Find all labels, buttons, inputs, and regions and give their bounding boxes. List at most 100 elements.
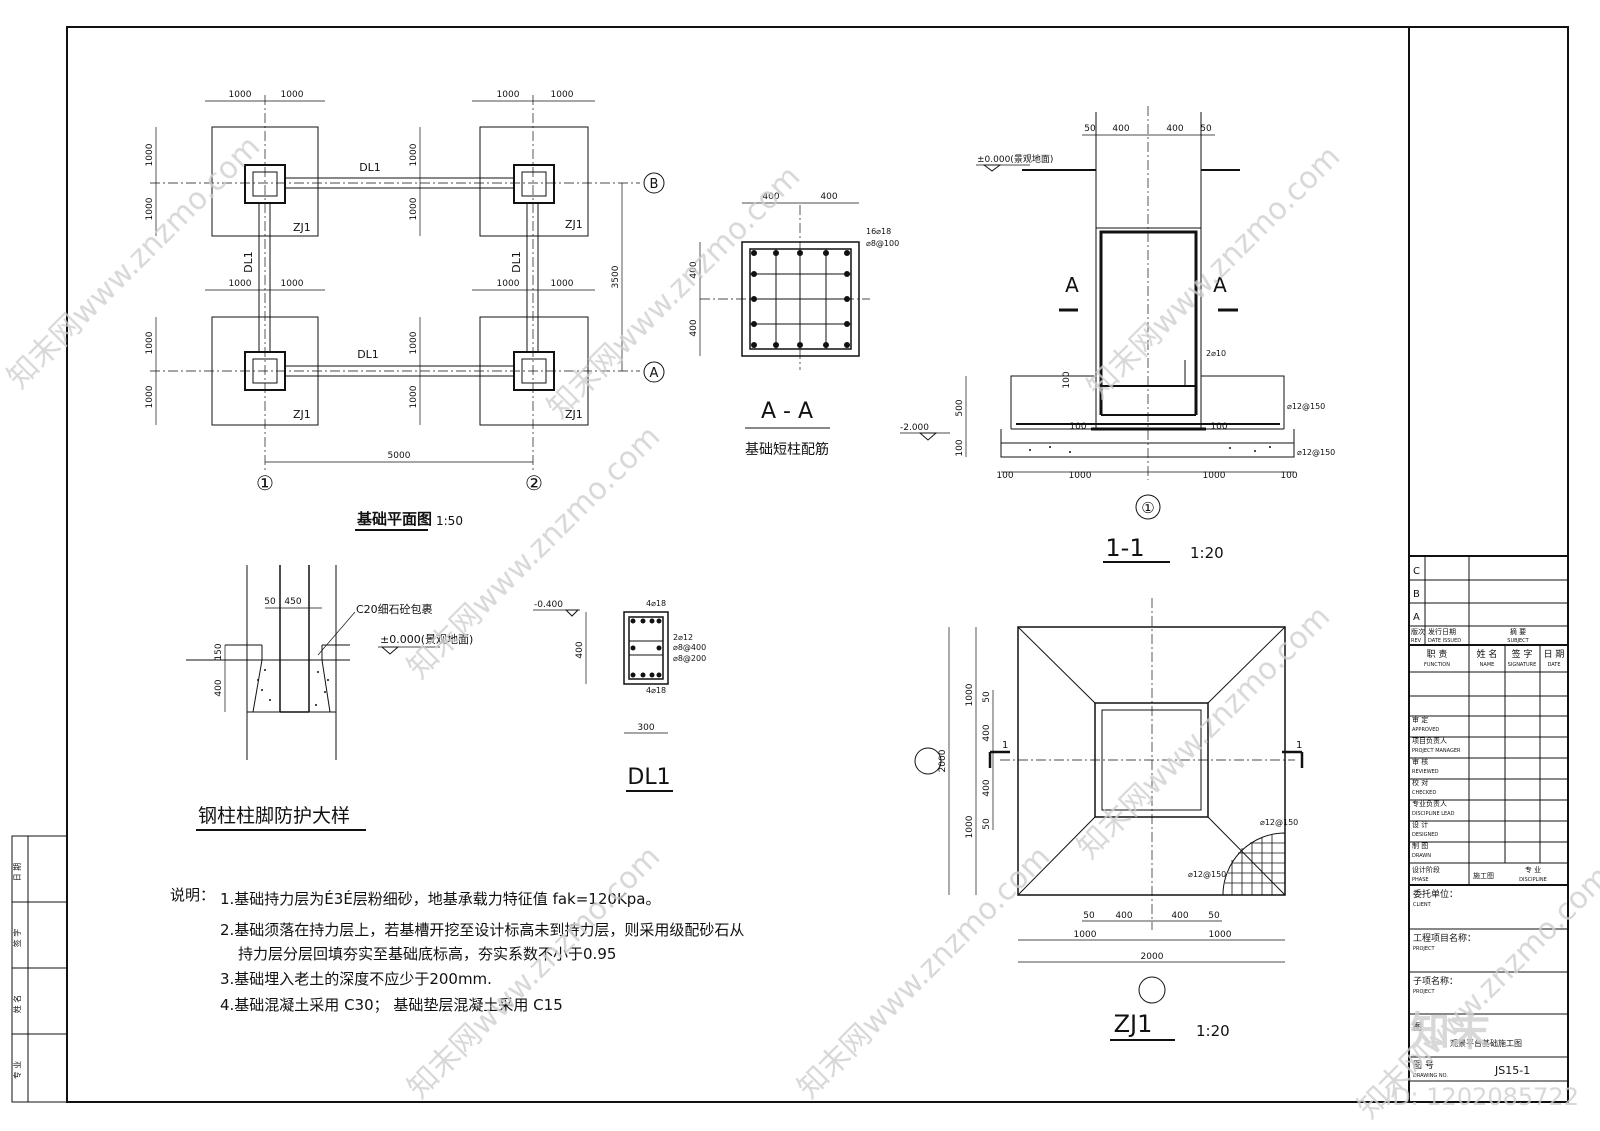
beam-label: DL1 — [242, 251, 255, 273]
dim-label: 100 — [955, 439, 965, 456]
rebar-label: ⌀12@150 — [1287, 402, 1325, 411]
reviewed-label: 审 核 — [1412, 757, 1428, 766]
reviewed-en: REVIEWED — [1412, 769, 1439, 775]
elev-label: -0.400 — [534, 600, 563, 610]
notes-label: 说明： — [170, 886, 215, 904]
project-en: PROJECT — [1413, 946, 1436, 952]
rev-no-label: 版次 — [1411, 627, 1425, 636]
date-label: 日 期 — [1544, 649, 1565, 660]
footing-label: ZJ1 — [293, 408, 311, 421]
rev-b: B — [1413, 589, 1420, 600]
rebar-label: 4⌀18 — [646, 599, 666, 608]
dim-label: 1000 — [409, 331, 419, 354]
steel-column-detail: 50 450 150 400 C20细石砼包裹 ±0.000(景观地面) 钢柱柱… — [186, 565, 473, 831]
name-label: 姓 名 — [1477, 648, 1498, 660]
rebar-label: ⌀8@400 — [673, 643, 706, 652]
dim-label: 400 — [689, 319, 699, 336]
pm-label: 项目负责人 — [1412, 736, 1447, 745]
watermark-id: ID: 1202085722 — [1385, 1083, 1579, 1111]
rev-a: A — [1413, 612, 1420, 623]
dim-label: 1000 — [145, 197, 155, 220]
beam-label: DL1 — [357, 348, 379, 361]
concrete-note: C20细石砼包裹 — [356, 602, 433, 616]
dim-label: 100 — [996, 471, 1013, 481]
elev-bottom-label: -2.000 — [900, 423, 929, 433]
notes: 说明： 1.基础持力层为É3É层粉细砂，地基承载力特征值 fak=120Kpa。… — [170, 886, 744, 1014]
dim-label: 2000 — [1141, 952, 1164, 962]
dim-label: 5000 — [388, 451, 411, 461]
subproject-en: PROJECT — [1413, 989, 1436, 995]
lead-label: 专业负责人 — [1412, 799, 1447, 808]
rev-no-en: REV — [1411, 638, 1422, 644]
dim-label: 1000 — [409, 197, 419, 220]
note-1: 1.基础持力层为É3É层粉细砂，地基承载力特征值 fak=120Kpa。 — [220, 889, 661, 908]
dim-label: 50 — [1083, 911, 1095, 921]
section-aa-subtitle: 基础短柱配筋 — [745, 441, 829, 458]
dim-label: 1000 — [229, 279, 252, 289]
drawing-title-value: 观景平台基础施工图 — [1450, 1038, 1522, 1048]
dim-label: 1000 — [1069, 471, 1092, 481]
rebar-main-label: 16⌀18 — [866, 227, 891, 236]
dim-label: 300 — [637, 723, 654, 733]
strip-date-label: 日 期 — [13, 863, 22, 882]
drawing-no-label: 图 号 — [1413, 1060, 1434, 1071]
section-11: ±0.000(景观地面) -2.000 50 400 400 50 500 10… — [900, 106, 1335, 563]
designed-label: 设 计 — [1412, 820, 1428, 829]
dim-label: 400 — [575, 641, 585, 658]
cut-label-a: A — [1213, 273, 1227, 297]
dim-label: 3500 — [611, 265, 621, 288]
dim-label: 400 — [1115, 911, 1132, 921]
section-aa-title: A - A — [761, 399, 813, 424]
drawn-en: DRAWN — [1412, 853, 1431, 859]
strip-name-label: 姓 名 — [12, 995, 22, 1014]
subproject-label: 子项名称： — [1413, 975, 1458, 987]
discipline-en: DISCIPLINE — [1519, 877, 1547, 883]
dim-label: 150 — [214, 643, 224, 660]
outer-frame — [66, 26, 1569, 1103]
dim-label: 100 — [1210, 422, 1227, 432]
rebar-label: ⌀12@150 — [1260, 818, 1298, 827]
footing-label: ZJ1 — [565, 408, 583, 421]
axis-bubble-1: ① — [256, 471, 274, 495]
designed-en: DESIGNED — [1412, 832, 1438, 838]
checked-en: CHECKED — [1412, 790, 1436, 796]
rebar-tie-label: ⌀8@100 — [866, 239, 899, 248]
dim-label: 400 — [214, 679, 224, 696]
drawn-label: 制 图 — [1412, 841, 1428, 850]
rev-c: C — [1413, 566, 1420, 577]
zj1-title: ZJ1 — [1114, 1010, 1153, 1038]
dim-label: 1000 — [409, 385, 419, 408]
client-label: 委托单位： — [1413, 888, 1458, 900]
sign-label: 签 字 — [1512, 648, 1533, 660]
watermark-text: 知末网www.znzmo.com — [541, 159, 807, 425]
drawing-no-value: JS15-1 — [1494, 1064, 1530, 1077]
dim-label: 1000 — [281, 90, 304, 100]
dim-label: 50 — [1084, 124, 1096, 134]
watermark-text: 知末网www.znzmo.com — [401, 419, 667, 685]
dim-label: 400 — [1166, 124, 1183, 134]
sign-en: SIGNATURE — [1508, 662, 1537, 668]
elev-top-label: ±0.000(景观地面) — [977, 153, 1053, 165]
watermark-text: 知末网www.znzmo.com — [1081, 139, 1347, 405]
dim-label: 450 — [284, 597, 301, 607]
note-3: 3.基础埋入老土的深度不应少于200mm. — [220, 970, 492, 988]
approved-en: APPROVED — [1412, 727, 1439, 733]
issue-date-label: 发行日期 — [1428, 627, 1456, 636]
name-en: NAME — [1480, 662, 1495, 668]
dim-label: 100 — [1069, 422, 1086, 432]
elev-label: ±0.000(景观地面) — [380, 633, 473, 646]
checked-label: 校 对 — [1412, 778, 1428, 787]
watermark-text: 知末网www.znzmo.com — [1, 129, 267, 395]
subject-label: 摘 要 — [1510, 627, 1526, 636]
dim-label: 1000 — [497, 90, 520, 100]
dim-label: 400 — [1112, 124, 1129, 134]
dim-label: 1000 — [551, 90, 574, 100]
dim-label: 1000 — [1203, 471, 1226, 481]
dim-label: 1000 — [1209, 930, 1232, 940]
watermark-logo: 知末 — [1410, 1009, 1490, 1055]
footing-label: ZJ1 — [293, 221, 311, 234]
cut-label: 1 — [1002, 740, 1008, 751]
dl1-title: DL1 — [627, 765, 670, 790]
note-2b: 持力层分层回填夯实至基础底标高，夯实系数不小于0.95 — [238, 945, 616, 963]
note-2a: 2.基础须落在持力层上，若基槽开挖至设计标高未到持力层，则采用级配砂石从 — [220, 921, 744, 939]
